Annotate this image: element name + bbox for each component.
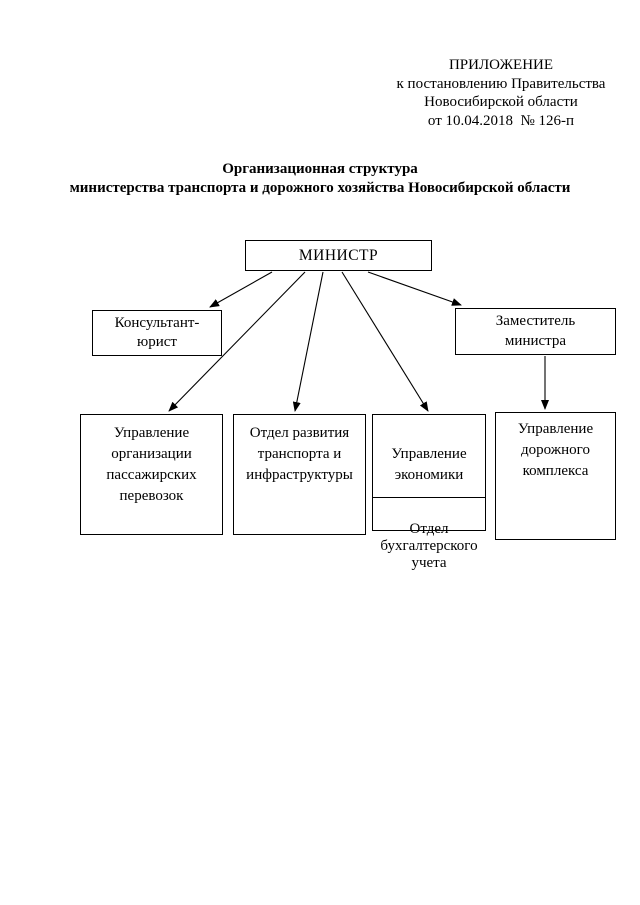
org-node-passenger-transport: Управление организации пассажирских пере… [80,414,223,535]
document-title: Организационная структура министерства т… [69,161,571,196]
org-node-minister: МИНИСТР [245,240,432,271]
org-node-economics-accounting: Управление экономики Отдел бухгалтерског… [372,414,486,571]
annex-line-1: ПРИЛОЖЕНИЕ [448,57,554,73]
connector-minister-to-deputy [367,271,462,306]
annex-line-4: от 10.04.2018 № 126-п [427,112,575,129]
org-node-accounting: Отдел бухгалтерского учета [380,521,478,571]
annex-header: ПРИЛОЖЕНИЕ к постановлению Правительства… [383,56,619,130]
org-node-consultant: Консультант- юрист [92,310,222,356]
connector-minister-to-transport-development [292,271,324,412]
annex-line-2: к постановлению Правительства [396,75,606,92]
connector-minister-to-consultant [209,271,273,308]
org-node-transport-development: Отдел развития транспорта и инфраструкту… [233,414,366,535]
connector-minister-to-economics [341,271,429,412]
org-node-deputy-minister: Заместитель министра [455,308,616,355]
org-node-economics: Управление экономики [373,436,485,498]
org-node-road-complex: Управление дорожного комплекса [495,412,616,540]
annex-line-3: Новосибирской области [424,94,578,110]
